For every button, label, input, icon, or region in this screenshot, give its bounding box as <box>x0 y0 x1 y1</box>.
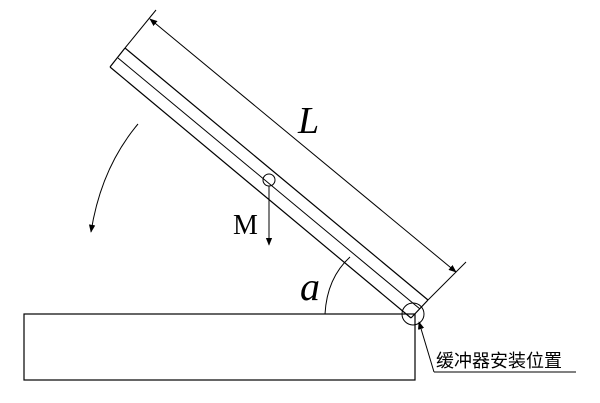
rotation-arrow <box>88 123 139 233</box>
angle-label: a <box>300 264 320 309</box>
length-label: L <box>297 100 319 142</box>
length-dimension <box>124 9 467 301</box>
angle-arc <box>324 256 351 315</box>
buffer-position-marker <box>401 302 425 326</box>
buffer-position-label: 缓冲器安装位置 <box>436 351 562 371</box>
buffer-leader-arrow <box>418 321 435 373</box>
mass-label: M <box>233 210 258 241</box>
base-block <box>23 313 416 381</box>
inclined-rod <box>109 47 429 319</box>
